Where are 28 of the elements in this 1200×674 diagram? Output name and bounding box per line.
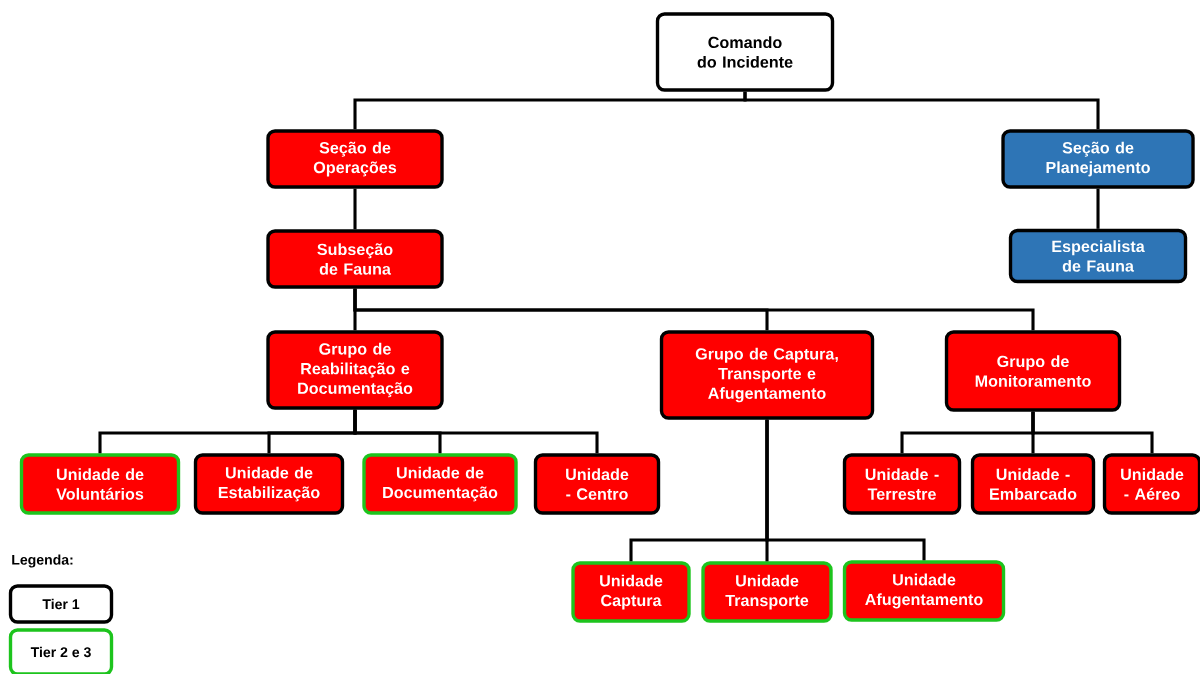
- org-box: Grupo de Captura, Transporte e Afugentamento: [659, 330, 875, 420]
- connector-line: [353, 409, 599, 454]
- org-box: Unidade - Aéreo: [1102, 453, 1200, 515]
- org-box: Unidade - Centro: [533, 453, 661, 515]
- org-box: Comando do Incidente: [655, 12, 835, 92]
- org-box: Unidade de Estabilização: [193, 453, 345, 515]
- org-box: Unidade Captura: [571, 561, 691, 623]
- org-box: Especialista de Fauna: [1008, 228, 1188, 284]
- org-box: Unidade Afugentamento: [842, 560, 1006, 622]
- org-box: Seção de Planejamento: [1001, 129, 1195, 189]
- org-box: Grupo de Reabilitação e Documentação: [266, 330, 444, 410]
- org-box: Grupo de Monitoramento: [944, 330, 1122, 412]
- org-box: Unidade - Embarcado: [970, 453, 1096, 515]
- org-box: Unidade de Documentação: [362, 453, 518, 515]
- connector-line: [765, 419, 926, 561]
- legend-title: Legenda:: [12, 554, 73, 568]
- org-box: Unidade - Terrestre: [842, 453, 962, 515]
- legend-item: Tier 1: [8, 584, 114, 624]
- connector-line: [1031, 411, 1154, 454]
- org-box: Subseção de Fauna: [266, 229, 444, 289]
- connector-line: [353, 188, 357, 230]
- org-box: Seção de Operações: [266, 129, 444, 189]
- org-box: Unidade Transporte: [701, 561, 833, 623]
- connector-line: [743, 91, 1100, 130]
- connector-line: [1096, 188, 1100, 229]
- org-box: Unidade de Voluntários: [19, 453, 181, 515]
- connector-line: [353, 288, 1035, 331]
- legend-item: Tier 2 e 3: [8, 628, 114, 674]
